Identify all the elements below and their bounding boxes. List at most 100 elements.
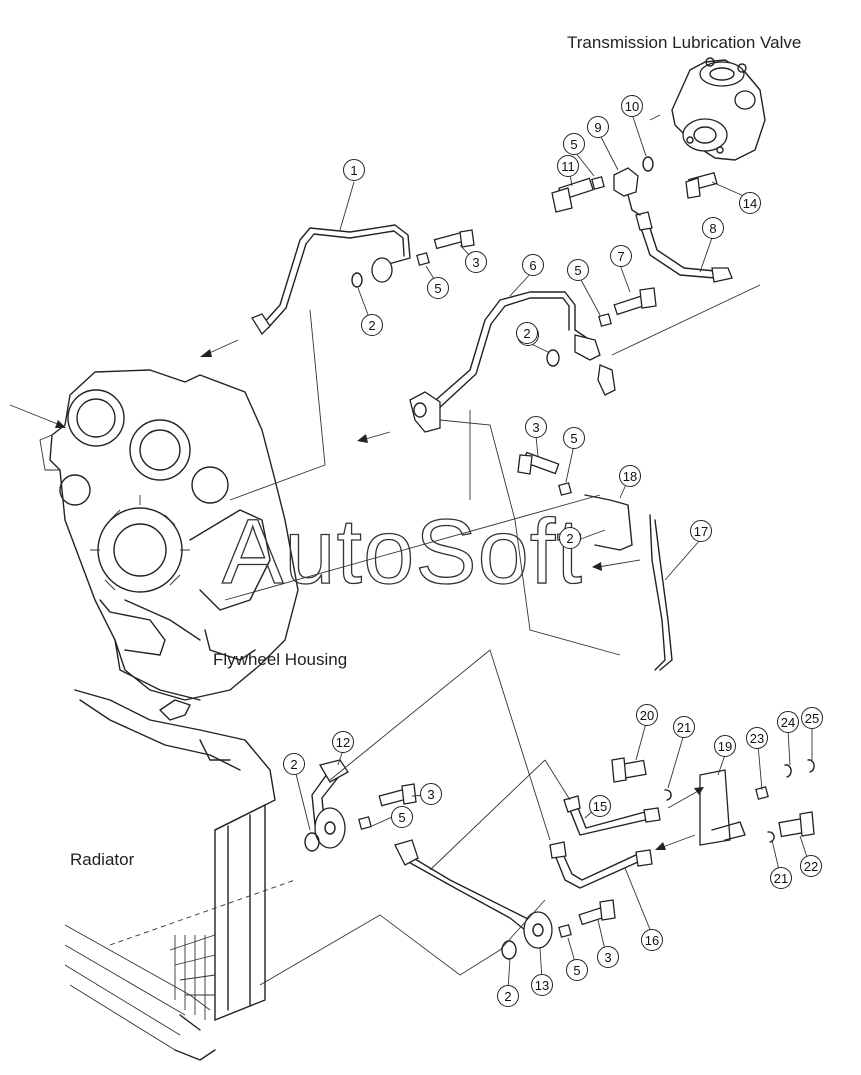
callout-part-5: 5: [427, 277, 449, 299]
callout-part-17: 17: [690, 520, 712, 542]
callout-circle: [746, 727, 768, 749]
callout-circle: [597, 946, 619, 968]
callout-part-5: 5: [391, 806, 413, 828]
callout-part-5: 5: [563, 133, 585, 155]
callout-part-20: 20: [636, 704, 658, 726]
callout-number: 22: [804, 859, 818, 874]
callout-part-1: 1: [343, 159, 365, 181]
callout-circle: [566, 959, 588, 981]
callout-circle: [739, 192, 761, 214]
callout-circle: [610, 245, 632, 267]
callout-part-6: 6: [522, 254, 544, 276]
callout-part-7: 7: [610, 245, 632, 267]
callout-circle: [522, 254, 544, 276]
watermark-text: AutoSoft: [222, 501, 583, 603]
callout-circle: [777, 711, 799, 733]
callout-circle: [690, 520, 712, 542]
callout-part-5: 5: [567, 259, 589, 281]
callout-part-15: 15: [589, 795, 611, 817]
callout-circle: [557, 155, 579, 177]
callout-part-25: 25: [801, 707, 823, 729]
callout-circle: [525, 416, 547, 438]
callout-part-13: 13: [531, 974, 553, 996]
callout-number: 5: [398, 810, 405, 825]
callout-part-2: 2: [283, 753, 305, 775]
callout-number: 12: [336, 735, 350, 750]
callout-part-3: 3: [597, 946, 619, 968]
callout-number: 3: [427, 787, 434, 802]
label-transmission-lubrication-valve: Transmission Lubrication Valve: [567, 33, 801, 52]
callout-circle: [636, 704, 658, 726]
callout-number: 20: [640, 708, 654, 723]
callout-number: 21: [677, 720, 691, 735]
callout-part-14: 14: [739, 192, 761, 214]
callout-number: 5: [573, 963, 580, 978]
callout-number: 2: [566, 531, 573, 546]
callout-circle: [702, 217, 724, 239]
callout-circle: [589, 795, 611, 817]
callout-number: 10: [625, 99, 639, 114]
callout-part-8: 8: [702, 217, 724, 239]
callout-circle: [361, 314, 383, 336]
callout-part-5: 5: [563, 427, 585, 449]
bolt-3-right: [378, 783, 417, 807]
callout-number: 2: [504, 989, 511, 1004]
callout-number: 3: [472, 255, 479, 270]
callout-part-2: 2: [516, 322, 538, 344]
callout-number: 2: [523, 326, 530, 341]
bolt-14: [685, 172, 718, 199]
callout-circle: [531, 974, 553, 996]
callout-number: 2: [290, 757, 297, 772]
label-flywheel-housing: Flywheel Housing: [213, 650, 347, 669]
callout-number: 9: [594, 120, 601, 135]
callout-circle: [563, 133, 585, 155]
callout-part-16: 16: [641, 929, 663, 951]
callout-part-2: 2: [361, 314, 383, 336]
callout-number: 1: [350, 163, 357, 178]
callout-number: 8: [709, 221, 716, 236]
bolt-22: [778, 811, 815, 838]
callout-number: 19: [718, 739, 732, 754]
callout-part-23: 23: [746, 727, 768, 749]
callout-part-3: 3: [525, 416, 547, 438]
callout-circle: [621, 95, 643, 117]
callout-circle: [587, 116, 609, 138]
callout-part-3: 3: [420, 783, 442, 805]
callout-circle: [619, 465, 641, 487]
lubrication-valve-drawing: [671, 57, 766, 161]
direction-arrows: [9, 114, 704, 850]
callout-part-2: 2: [497, 985, 519, 1007]
callout-number: 6: [529, 258, 536, 273]
callout-number: 3: [604, 950, 611, 965]
callout-part-5: 5: [566, 959, 588, 981]
bolt-20: [611, 757, 647, 783]
callout-circle: [427, 277, 449, 299]
callout-number: 17: [694, 524, 708, 539]
bolt-3-top: [433, 229, 475, 250]
callout-circle: [283, 753, 305, 775]
label-radiator: Radiator: [70, 850, 135, 869]
callout-circle: [770, 867, 792, 889]
callout-number: 7: [617, 249, 624, 264]
callout-number: 23: [750, 731, 764, 746]
callout-number: 14: [743, 196, 757, 211]
callout-part-2: 2: [559, 527, 581, 549]
callout-number: 5: [570, 431, 577, 446]
callout-part-12: 12: [332, 731, 354, 753]
callout-part-18: 18: [619, 465, 641, 487]
callout-circle: [563, 427, 585, 449]
callout-circle: [465, 251, 487, 273]
bolt-11: [551, 177, 594, 213]
part-callouts: 1235262578115910143518217122352021192324…: [283, 95, 823, 1007]
callout-number: 21: [774, 871, 788, 886]
callout-circle: [801, 707, 823, 729]
hardware-drawing: [304, 156, 815, 960]
callout-number: 25: [805, 711, 819, 726]
callout-number: 18: [623, 469, 637, 484]
callout-circle: [332, 731, 354, 753]
callout-circle: [516, 322, 538, 344]
callout-circle: [567, 259, 589, 281]
callout-number: 5: [570, 137, 577, 152]
callout-part-10: 10: [621, 95, 643, 117]
